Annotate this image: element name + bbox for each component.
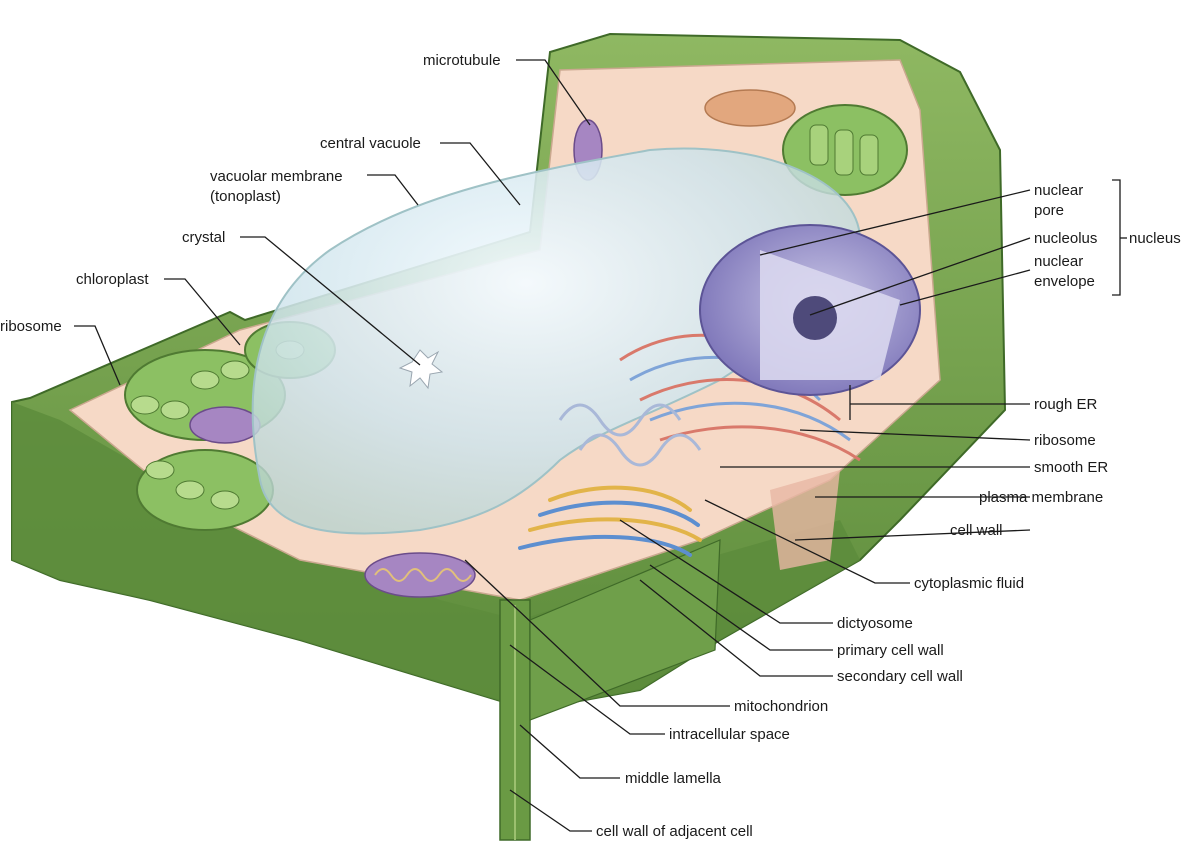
label-central-vacuole: central vacuole [320,135,421,152]
label-smooth-er: smooth ER [1034,459,1108,476]
label-middle-lamella: middle lamella [625,770,722,787]
label-dictyosome: dictyosome [837,615,913,632]
label-microtubule: microtubule [423,52,501,69]
nucleus-shape [700,225,920,395]
label-plasma-membrane: plasma membrane [979,489,1103,506]
label-cell-wall: cell wall [950,522,1003,539]
label-nucleus: nucleus [1129,230,1181,247]
label-primary-cell-wall: primary cell wall [837,642,944,659]
label-secondary-cell-wall: secondary cell wall [837,668,963,685]
label-cytoplasmic-fluid: cytoplasmic fluid [914,575,1024,592]
label-nuclear-pore-2: pore [1034,202,1064,219]
label-tonoplast: (tonoplast) [210,188,281,205]
label-ribosome-right: ribosome [1034,432,1096,449]
label-chloroplast: chloroplast [76,271,149,288]
label-rough-er: rough ER [1034,396,1098,413]
label-nucleolus: nucleolus [1034,230,1097,247]
label-nuclear-envelope-1: nuclear [1034,253,1083,270]
amyloplast [705,90,795,126]
nucleolus-shape [793,296,837,340]
label-intracellular-space: intracellular space [669,726,790,743]
label-cell-wall-adjacent: cell wall of adjacent cell [596,823,753,840]
label-vacuolar-membrane: vacuolar membrane [210,168,343,185]
label-ribosome-left: ribosome [0,318,62,335]
label-mitochondrion: mitochondrion [734,698,828,715]
label-nuclear-envelope-2: envelope [1034,273,1095,290]
label-crystal: crystal [182,229,225,246]
cell-illustration [12,34,1005,840]
label-nuclear-pore-1: nuclear [1034,182,1083,199]
